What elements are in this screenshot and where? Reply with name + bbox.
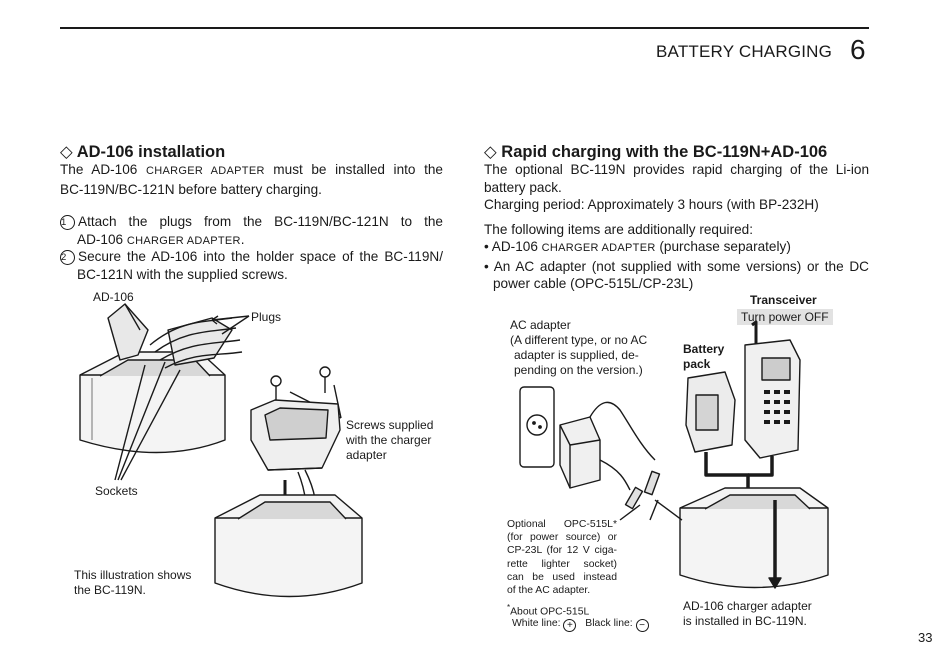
polarity-legend: White line: + Black line: − [512, 617, 649, 632]
wall-outlet [519, 386, 555, 468]
plugs-pointer [211, 315, 250, 335]
charger-right [654, 487, 829, 589]
installation-intro: The AD-106 CHARGER ADAPTER must be insta… [60, 162, 443, 197]
step-number-1: 1 [60, 215, 75, 230]
illustration-caption: This illustration shows the BC-119N. [74, 568, 192, 597]
label-turn-power-off: Turn power OFF [737, 309, 833, 325]
diamond-icon: ◇ [484, 143, 497, 161]
transceiver [744, 320, 801, 459]
label-installed: AD-106 charger adapter is installed in B… [683, 599, 812, 628]
label-ac-adapter: AC adapter (A different type, or no AC a… [510, 318, 648, 377]
ad106-detail [250, 399, 341, 471]
battery-pack [685, 371, 736, 453]
label-transceiver: Transceiver [750, 293, 817, 307]
section-title-installation: ◇ AD-106 installation [60, 143, 226, 161]
dc-plugs [619, 470, 661, 521]
label-plugs: Plugs [251, 310, 282, 324]
section-title-rapid-charging: ◇ Rapid charging with the BC-119N+AD-106 [484, 143, 828, 161]
screws [270, 366, 342, 419]
charger-left-upper [79, 351, 226, 454]
label-ad106: AD-106 [93, 290, 134, 304]
page-number: 33 [918, 630, 933, 645]
label-screws: Screws supplied with the charger adapter [346, 418, 434, 462]
sockets-pointers [114, 361, 181, 481]
ac-adapter [559, 401, 656, 491]
bullet: • [484, 239, 492, 254]
top-rule [60, 27, 869, 29]
diamond-icon: ◇ [60, 143, 73, 161]
chapter-number: 6 [850, 34, 866, 65]
chapter-title: BATTERY CHARGING [656, 42, 833, 61]
label-battery-pack: Battery pack [683, 342, 725, 371]
minus-circle-icon: − [635, 619, 649, 632]
step-number-2: 2 [60, 250, 75, 265]
bullet: • [484, 258, 494, 274]
label-optional-cable: Optional OPC-515L* (for power source) or… [507, 519, 617, 597]
plus-circle-icon: + [563, 619, 577, 632]
label-about-opc515l: *About OPC-515L [507, 603, 590, 618]
label-sockets: Sockets [95, 484, 138, 498]
rapid-charging-text: The optional BC-119N provides rapid char… [484, 162, 869, 291]
charger-left-lower [214, 494, 363, 598]
